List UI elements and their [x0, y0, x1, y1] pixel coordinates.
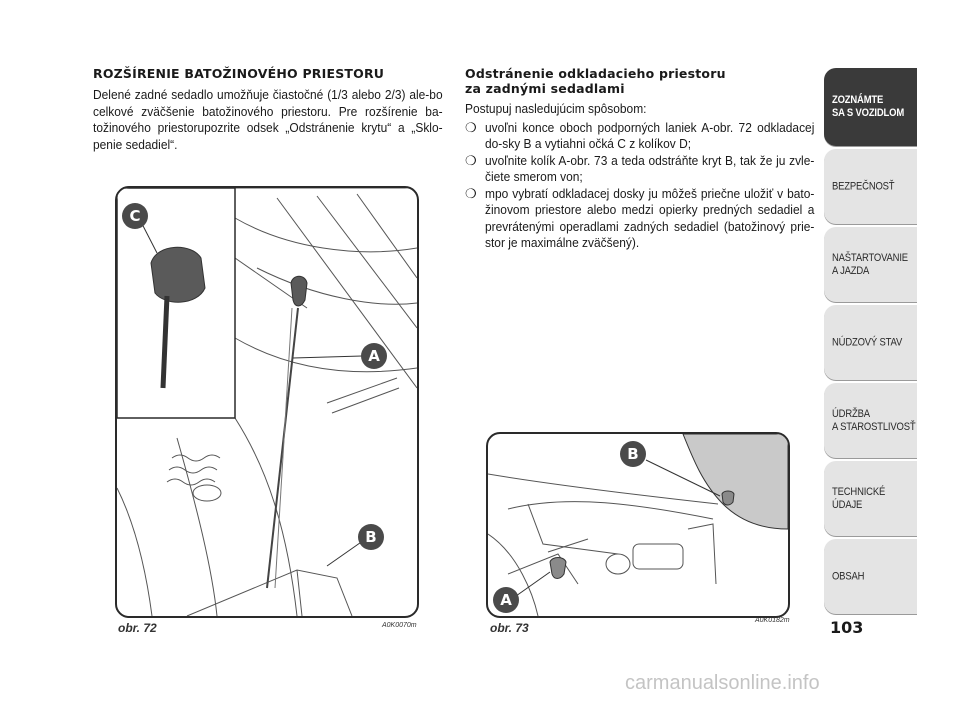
section-heading-shelf-removal: Odstránenie odkladacieho priestoru za za…	[465, 66, 813, 96]
step-text: mpo vybratí odkladacej dosky ju môžeš pr…	[485, 185, 815, 251]
callout-b: B	[620, 441, 646, 467]
page-number: 103	[830, 618, 864, 637]
heading-line-2: za zadnými sedadlami	[465, 81, 625, 96]
figure-73-caption: obr. 73	[490, 621, 529, 635]
list-item: ❍ uvoľnite kolík A-obr. 73 a teda odstrá…	[465, 152, 815, 186]
tab-bezpecnost[interactable]: BEZPEČNOSŤ	[824, 149, 917, 224]
right-column: Odstránenie odkladacieho priestoru za za…	[465, 66, 815, 252]
step-text: uvoľnite kolík A-obr. 73 a teda odstráňt…	[485, 152, 815, 185]
step-text: uvoľni konce oboch podporných laniek A-o…	[485, 119, 815, 152]
tab-label: TECHNICKÉ ÚDAJE	[832, 485, 886, 511]
tab-label: ZOZNÁMTE SA S VOZIDLOM	[832, 94, 905, 119]
trunk-cover-drawing	[488, 434, 788, 616]
figure-73-illustration: B A	[486, 432, 790, 618]
tab-label: ÚDRŽBA A STAROSTLIVOSŤ	[832, 407, 916, 433]
chapter-navigation: ZOZNÁMTE SA S VOZIDLOM BEZPEČNOSŤ NAŠTAR…	[824, 68, 917, 617]
figure-72-illustration: C A B	[115, 186, 419, 618]
shelf-cord-drawing	[117, 188, 417, 616]
list-item: ❍ uvoľni konce oboch podporných laniek A…	[465, 119, 815, 153]
circle-bullet-icon: ❍	[465, 152, 477, 168]
tab-udrzba-a-starostlivost[interactable]: ÚDRŽBA A STAROSTLIVOSŤ	[824, 383, 917, 458]
trunk-extension-paragraph: Delené zadné sedadlo umožňuje čiastočné …	[93, 87, 443, 152]
section-heading-trunk-extension: ROZŠÍRENIE BATOŽINOVÉHO PRIESTORU	[93, 66, 385, 81]
procedure-intro: Postupuj nasledujúcim spôsobom:	[465, 101, 647, 116]
tab-nudzovy-stav[interactable]: NÚDZOVÝ STAV	[824, 305, 917, 380]
watermark-text: carmanualsonline.info	[625, 672, 820, 694]
tab-label: NÚDZOVÝ STAV	[832, 336, 903, 348]
tab-zoznamte-sa-s-vozidlom[interactable]: ZOZNÁMTE SA S VOZIDLOM	[824, 68, 917, 146]
tab-nastartovanie-a-jazda[interactable]: NAŠTARTOVANIE A JAZDA	[824, 227, 917, 302]
callout-c: C	[122, 203, 148, 229]
figure-73-code: A0K0182m	[755, 617, 790, 624]
figure-72-caption: obr. 72	[118, 621, 157, 635]
tab-label: NAŠTARTOVANIE A JAZDA	[832, 251, 908, 277]
tab-technicke-udaje[interactable]: TECHNICKÉ ÚDAJE	[824, 461, 917, 536]
circle-bullet-icon: ❍	[465, 185, 477, 201]
heading-line-1: Odstránenie odkladacieho priestoru	[465, 66, 726, 81]
left-column: ROZŠÍRENIE BATOŽINOVÉHO PRIESTORU Delené…	[93, 66, 443, 153]
figure-72-code: A0K0070m	[382, 622, 417, 629]
tab-obsah[interactable]: OBSAH	[824, 539, 917, 614]
list-item: ❍ mpo vybratí odkladacej dosky ju môžeš …	[465, 185, 815, 252]
tab-label: BEZPEČNOSŤ	[832, 180, 895, 192]
callout-a: A	[493, 587, 519, 613]
callout-b: B	[358, 524, 384, 550]
circle-bullet-icon: ❍	[465, 119, 477, 135]
callout-a: A	[361, 343, 387, 369]
procedure-steps: ❍ uvoľni konce oboch podporných laniek A…	[465, 119, 815, 252]
tab-label: OBSAH	[832, 570, 865, 582]
